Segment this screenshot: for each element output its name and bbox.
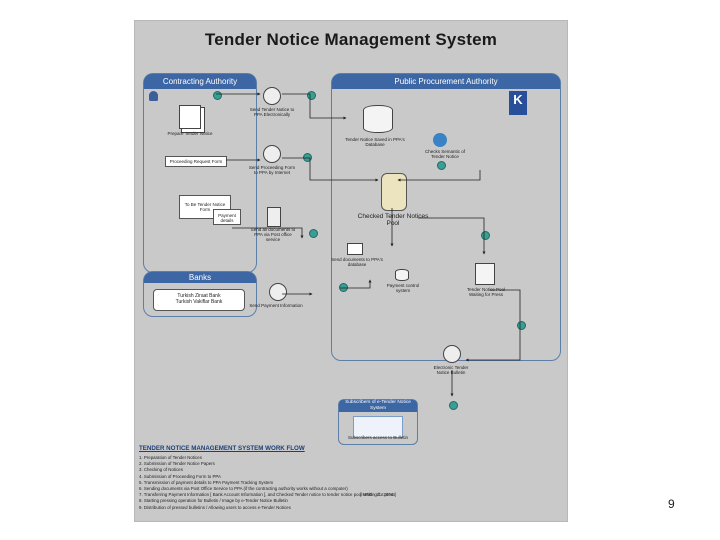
diagram-poster: Tender Notice Management System Contract… (134, 20, 568, 522)
date-stamp: [ MEB - 11. 2004 ] (360, 492, 396, 497)
workflow-step: 3. Checking of Notices (139, 467, 183, 473)
checked-pool-cylinder (381, 173, 407, 211)
contracting-authority-lane: Contracting Authority (143, 73, 257, 273)
flow-node (309, 229, 318, 238)
send-docs-ppa-label: Send documents to PPA's database (331, 257, 383, 268)
ppa-logo-letter: K (513, 92, 523, 107)
subscribers-header: Subscribers of e-Tender Notice System (339, 400, 417, 412)
workflow-step: 2. Submission of Tender Notice Papers (139, 461, 215, 467)
flow-node (449, 401, 458, 410)
subscriber-access-label: Subscribers access to Bulletin (347, 435, 409, 440)
payment-db-icon (395, 269, 409, 281)
flow-node (517, 321, 526, 330)
notice-saved-label: Tender Notice Saved in PPA's Database (345, 137, 405, 148)
arrow (282, 157, 379, 182)
page-title: Tender Notice Management System (204, 30, 498, 49)
banks-box: Turkish Ziraat Bank Turkish Vakiflar Ban… (153, 289, 245, 311)
flow-node (307, 91, 316, 100)
payment-person-icon (269, 283, 287, 301)
user-icon (149, 91, 158, 101)
ppa-logo: K (509, 91, 527, 115)
document-stack-icon (179, 105, 201, 129)
flow-node (437, 161, 446, 170)
bulletin-person-icon (443, 345, 461, 363)
database-icon (363, 105, 393, 133)
mail-icon (347, 243, 363, 255)
proceeding-form-box: Proceeding Request Form (165, 156, 227, 167)
checks-semantic-label: Checks Semantic of Tender Notice (424, 149, 466, 160)
bulletin-screenshot (353, 416, 403, 438)
workflow-step: 9. Distribution of pressed bulletins / A… (139, 504, 291, 510)
payment-details-label: Payment details (218, 213, 236, 224)
workflow-heading: TENDER NOTICE MANAGEMENT SYSTEM WORK FLO… (139, 445, 305, 452)
page-number: 9 (668, 497, 675, 511)
proceeding-form-label: Proceeding Request Form (169, 159, 223, 164)
flow-node (481, 231, 490, 240)
banks-lane: Banks (143, 271, 257, 317)
flow-node (303, 153, 312, 162)
ppa-header: Public Procurement Authority (332, 74, 560, 89)
subscribers-panel: Subscribers of e-Tender Notice System (338, 399, 418, 445)
workflow-step: 4. Submission of Proceeding Form to PPA (139, 473, 221, 479)
workflow-step: 6. Sending documents via Post Office Ser… (139, 486, 348, 492)
send-documents-label: Send all documents to PPA via Post offic… (250, 227, 296, 243)
tender-notice-form-box: To Be Tender Notice Form (179, 195, 231, 219)
payment-details-box: Payment details (213, 209, 241, 225)
tender-notice-pool-label: Tender Notice Pool Waiting for Press (466, 287, 506, 298)
arrow (282, 93, 347, 120)
checker-icon (433, 133, 447, 147)
workflow-step: 8. Starting pressing operation for Bulle… (139, 498, 288, 504)
workflow-step: 1. Preparation of Tender Notices (139, 455, 202, 460)
workflow-step: 7. Transferring Payment Information [ Ba… (139, 492, 396, 498)
arrow (340, 279, 372, 289)
workflow-step: 5. Transmission of payment details to PP… (139, 479, 274, 485)
flow-node (339, 283, 348, 292)
arrow (397, 170, 481, 182)
send-payment-label: Send Payment Information (249, 303, 303, 308)
bulletin-label: Electronic Tender Notice Bulletin (433, 365, 469, 376)
flow-node (213, 91, 222, 100)
process-person-icon-2 (263, 145, 281, 163)
arrow (465, 289, 521, 362)
courier-icon (267, 207, 281, 227)
contracting-authority-header: Contracting Authority (144, 74, 256, 89)
press-icon (475, 263, 495, 285)
checked-pool-label: Checked Tender Notices Pool (357, 213, 429, 227)
banks-header: Banks (144, 272, 256, 283)
arrow (418, 217, 486, 255)
payment-system-label: Payment control system (386, 283, 420, 294)
workflow-legend: TENDER NOTICE MANAGEMENT SYSTEM WORK FLO… (139, 445, 563, 511)
prepare-notice-label: Prepare Tender Notice (167, 131, 213, 136)
banks-list-label: Turkish Ziraat Bank Turkish Vakiflar Ban… (175, 293, 223, 305)
send-form-label: Send Proceeding Form to PPA by Internet (248, 165, 296, 176)
process-person-icon-1 (263, 87, 281, 105)
tender-notice-form-label: To Be Tender Notice Form (184, 202, 226, 213)
send-notice-label: Send Tender Notice to PPA Electronically (249, 107, 295, 118)
arrow (232, 227, 304, 239)
